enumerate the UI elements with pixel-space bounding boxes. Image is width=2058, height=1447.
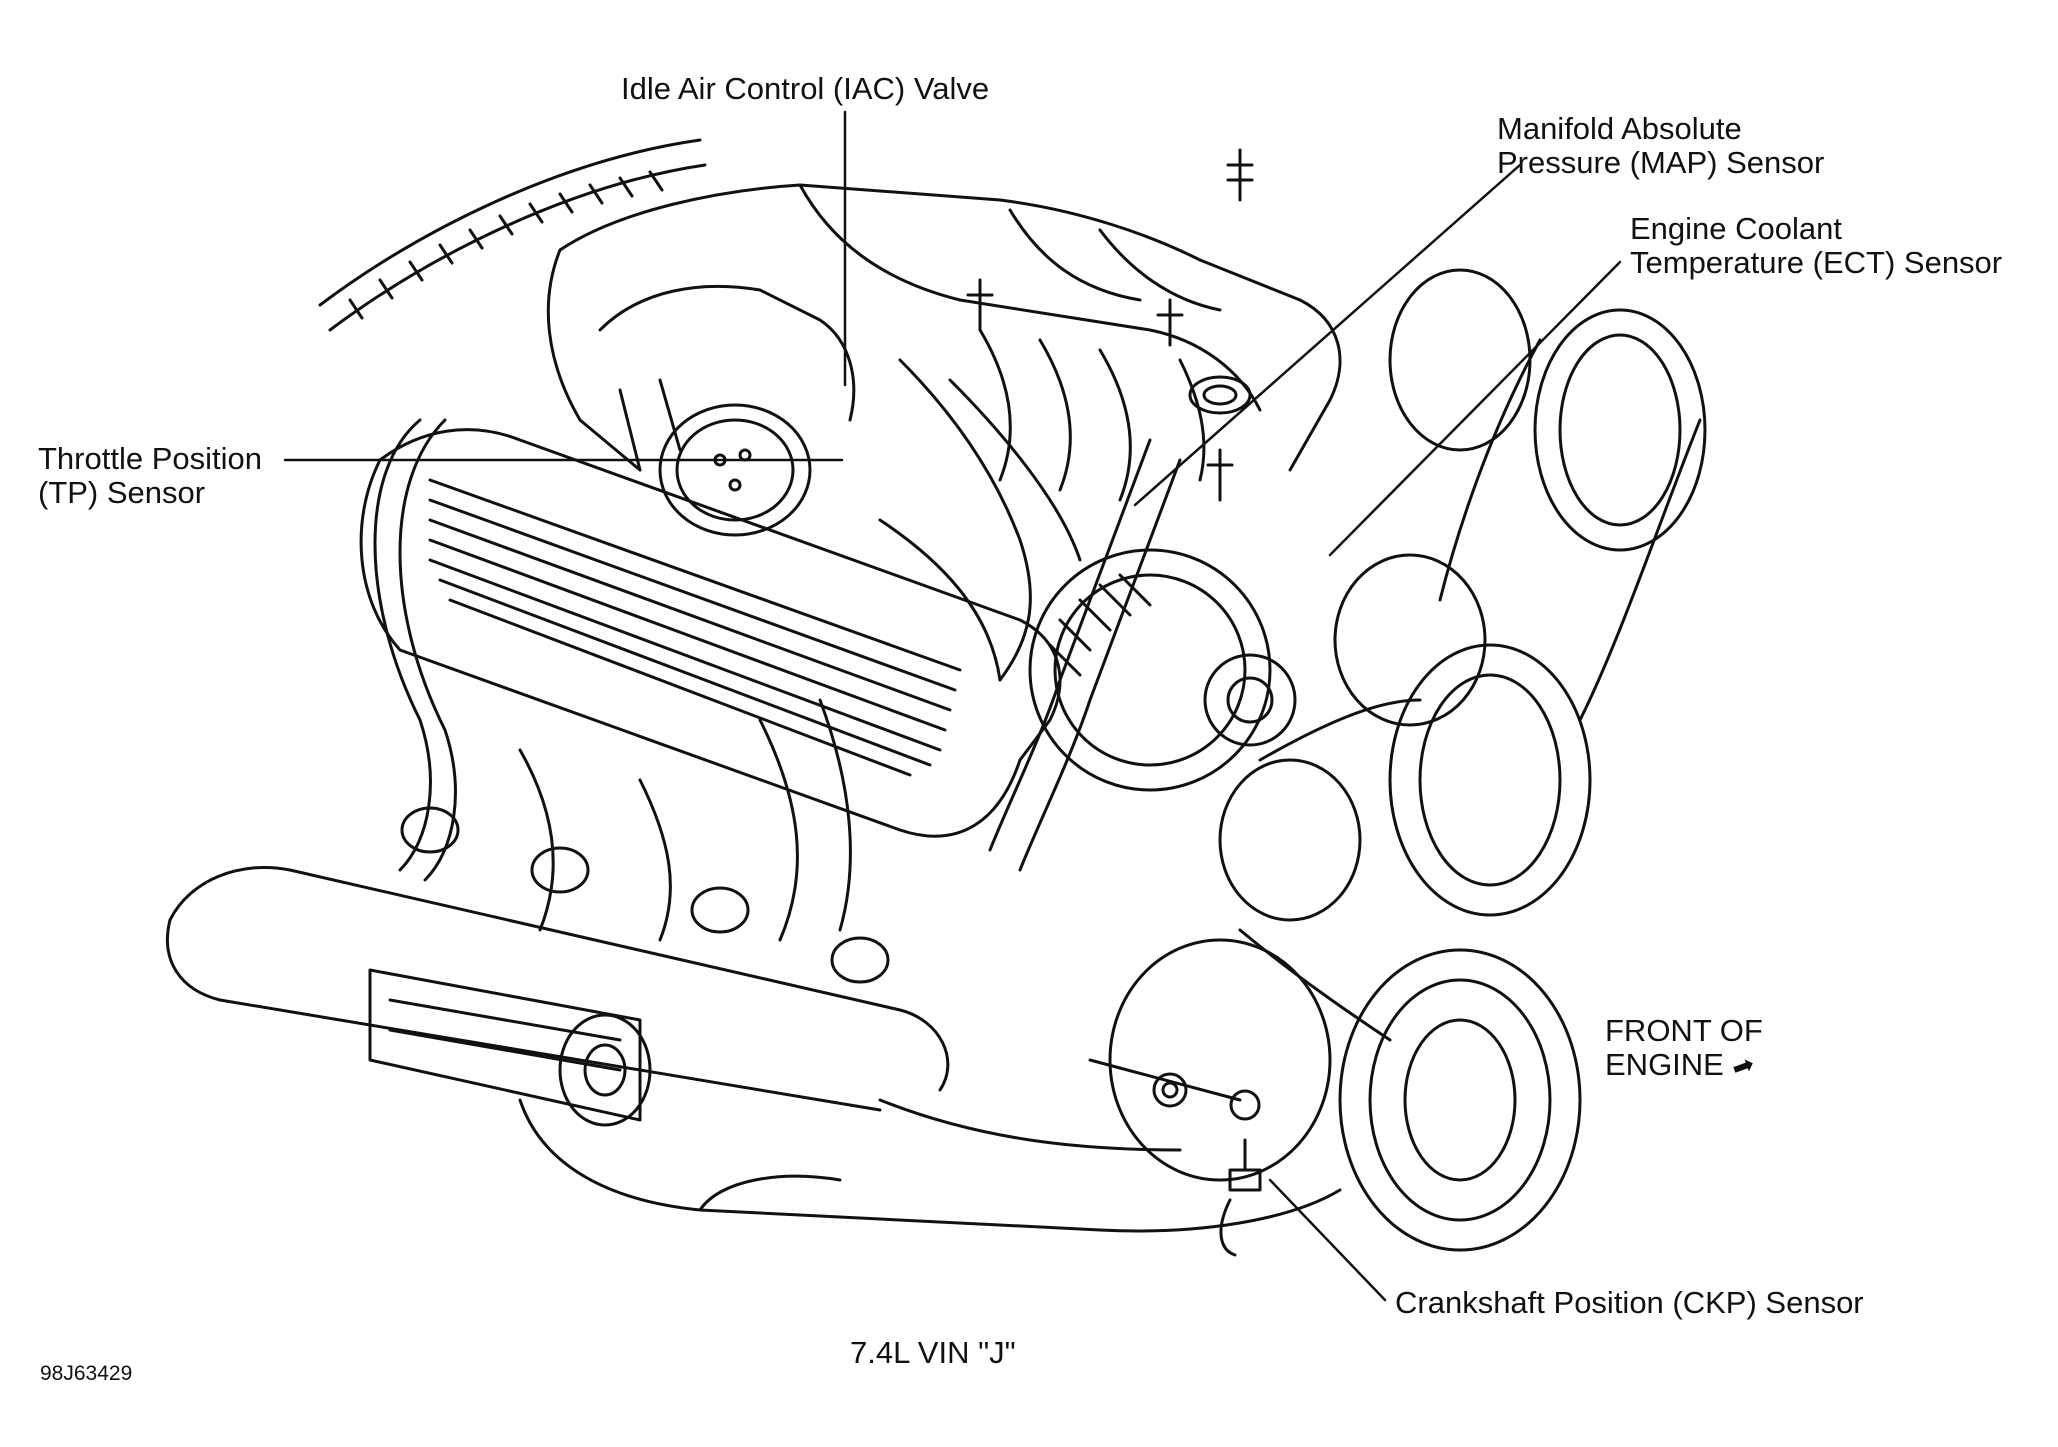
tp-sensor-label-line2: (TP) Sensor: [38, 475, 206, 510]
exhaust-manifold: [165, 806, 950, 1112]
tp-sensor-label-line1: Throttle Position: [38, 441, 262, 476]
throttle-body: [598, 284, 856, 537]
leader-lines: [283, 110, 1622, 1302]
intake-manifold: [546, 183, 1342, 502]
timing-cover: [1088, 938, 1332, 1257]
heater-hose: [318, 138, 707, 332]
front-of-engine-label-line1: FRONT OF: [1605, 1013, 1763, 1048]
ckp-leader-line: [1268, 1178, 1387, 1302]
starter-motor: [368, 968, 652, 1127]
map-leader-line: [1133, 163, 1522, 507]
engine-caption: 7.4L VIN "J": [850, 1335, 1016, 1370]
front-of-engine-label-line2: ENGINE➡: [1605, 1047, 1758, 1084]
ect-sensor-label-line2: Temperature (ECT) Sensor: [1630, 245, 2003, 280]
map-sensor-label-line1: Manifold Absolute: [1497, 111, 1742, 146]
spark-plug-wires: [373, 358, 1182, 942]
alternator: [1028, 548, 1297, 792]
pulleys-and-belts: [1218, 268, 1707, 1252]
figure-id: 98J63429: [40, 1362, 133, 1385]
fasteners: [966, 148, 1254, 502]
engine-block: [518, 1098, 1342, 1233]
map-sensor-label-line2: Pressure (MAP) Sensor: [1497, 145, 1825, 180]
valve-cover: [359, 428, 1062, 838]
ect-sensor-label-line1: Engine Coolant: [1630, 211, 1842, 246]
front-of-engine-text: ENGINE: [1605, 1047, 1724, 1082]
iac-valve-label: Idle Air Control (IAC) Valve: [621, 71, 990, 106]
ect-leader-line: [1328, 260, 1622, 557]
ckp-sensor-label: Crankshaft Position (CKP) Sensor: [1395, 1285, 1864, 1320]
